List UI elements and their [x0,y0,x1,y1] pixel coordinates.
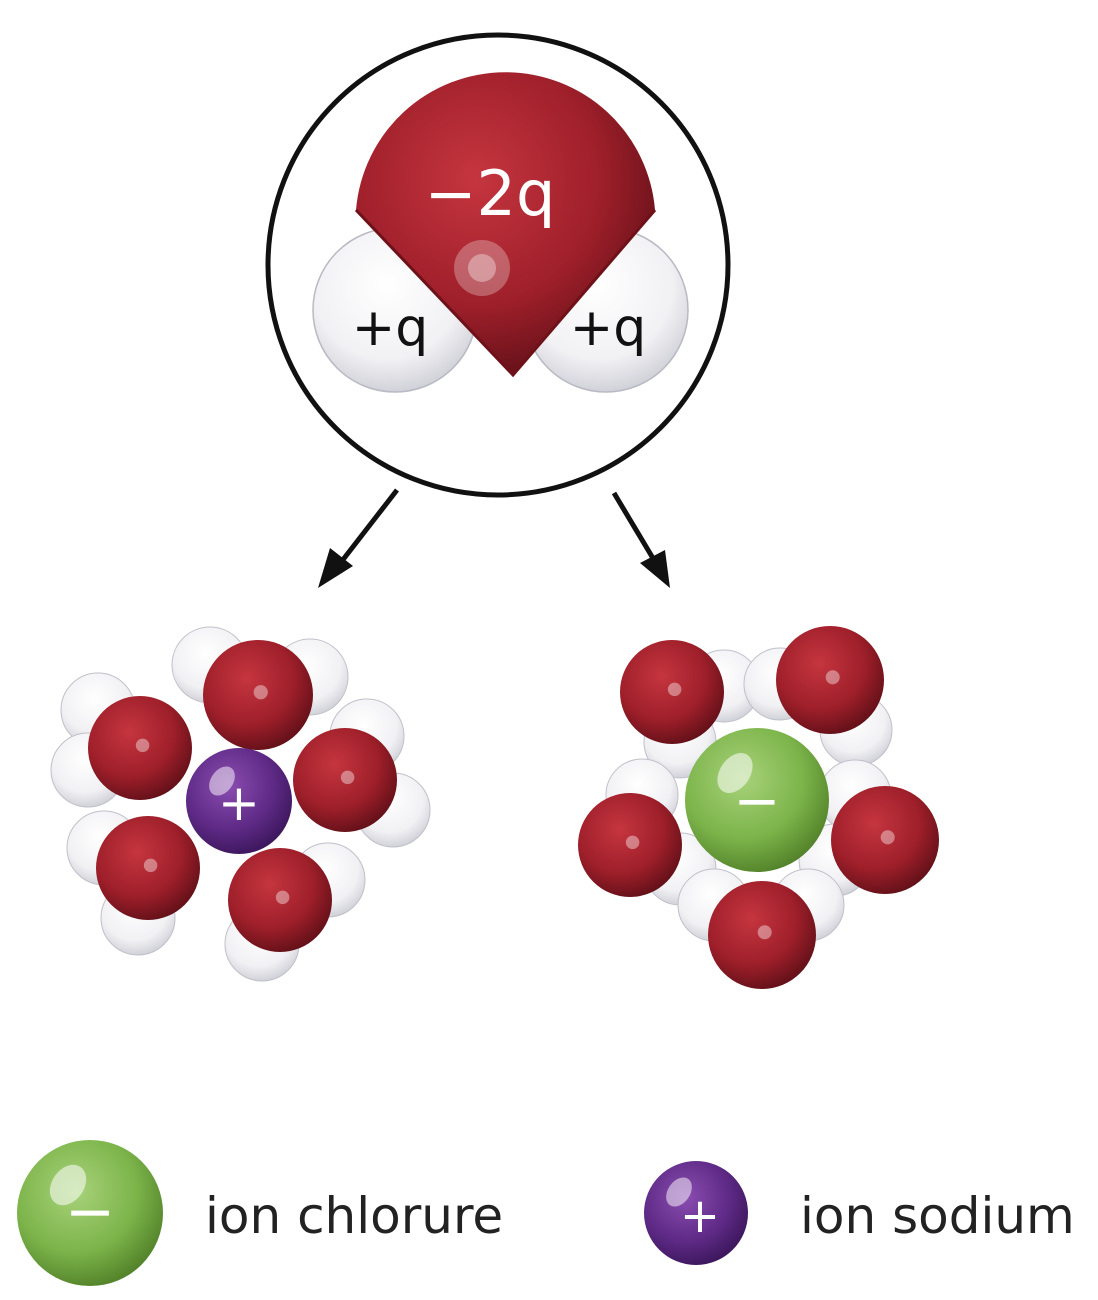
oxygen-atom [831,786,939,894]
sodium-hydration-cluster: + [50,626,431,982]
arrows [318,488,670,588]
sodium-ion-highlight [209,766,235,796]
oxygen-atom [578,793,682,897]
oxygen-highlight [340,770,355,785]
chloride-cluster-water-molecule [677,868,845,989]
oxygen-highlight [135,738,150,753]
chloride-ion [685,728,829,872]
chloride-ion-sign: − [734,769,781,834]
arrow-left-head [318,548,353,588]
oxygen-highlight [625,835,640,850]
chloride-cluster-water-molecule [620,640,761,779]
legend: − ion chlorure + ion sodium [17,1140,1075,1286]
oxygen-highlight [757,925,772,940]
oxygen-atom [356,72,655,375]
oxygen-highlight [143,858,158,873]
oxygen-highlight [825,670,840,685]
sodium-cluster-water-molecule [66,810,200,956]
oxygen-highlight [275,890,290,905]
oxygen-charge-label: −2q [425,157,556,230]
legend-chloride: − ion chlorure [17,1140,503,1286]
hydrogen-left-charge-label: +q [352,298,429,358]
chloride-hydration-cluster: − [578,626,939,989]
sodium-ion-sign: + [218,774,260,832]
oxygen-atom [620,640,724,744]
oxygen-highlight [667,682,682,697]
chloride-cluster-water-molecule [798,759,939,897]
sodium-cluster-water-molecule [293,698,431,848]
oxygen-highlight [880,830,895,845]
legend-chloride-sign: − [65,1177,115,1247]
water-molecule-detail: −2q +q +q [265,32,731,498]
oxygen-atom [96,816,200,920]
oxygen-atom [293,728,397,832]
oxygen-atom [776,626,884,734]
arrow-right [611,491,660,567]
chloride-ion-highlight [717,753,753,793]
oxygen-highlight [253,685,268,700]
chloride-cluster-water-molecule [743,626,893,767]
oxygen-atom [203,640,313,750]
legend-sodium-sign: + [680,1188,720,1244]
legend-sodium-label: ion sodium [800,1187,1075,1245]
arrow-right-head [640,550,670,588]
sodium-cluster-water-molecule [50,672,192,808]
legend-chloride-ion [17,1140,163,1286]
legend-chloride-label: ion chlorure [205,1187,503,1245]
sodium-cluster-water-molecule [171,626,349,750]
oxygen-highlight [454,240,510,296]
sodium-ion [186,748,292,854]
oxygen-atom [228,848,332,952]
oxygen-atom [708,881,816,989]
arrow-left [333,488,399,572]
hydrogen-right-charge-label: +q [570,298,647,358]
oxygen-atom [88,696,192,800]
legend-sodium: + ion sodium [644,1161,1075,1265]
sodium-cluster-water-molecule [224,842,366,982]
